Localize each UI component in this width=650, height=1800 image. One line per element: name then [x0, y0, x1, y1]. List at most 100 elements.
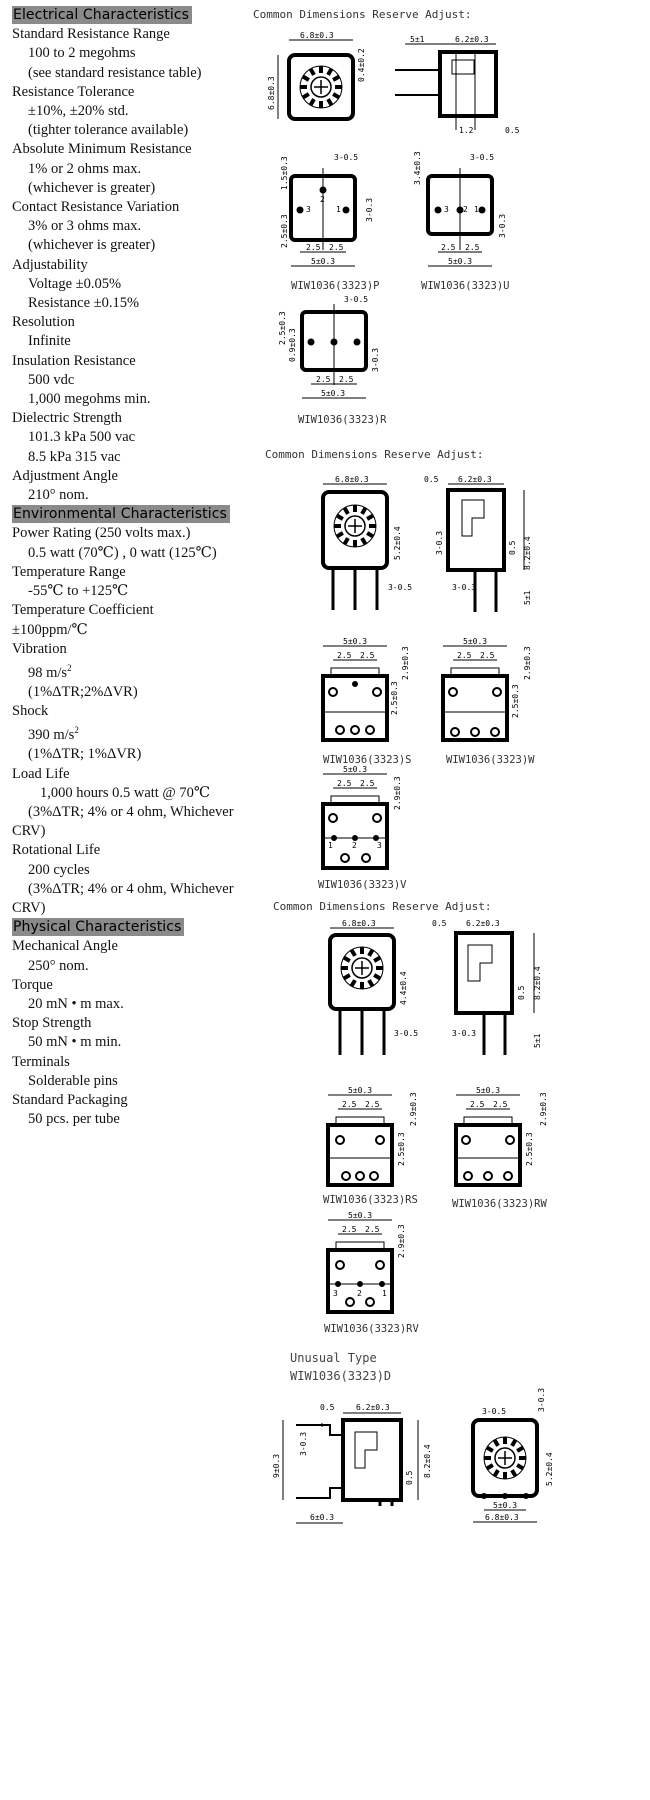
figure-rs: 2.5 2.5 5±0.3 2.9±0.3 2.5±0.3 WIW1036(33… — [323, 1086, 418, 1206]
caption-u: WIW1036(3323)U — [421, 280, 510, 292]
figure-r: 2.5 2.5 5±0.3 3-0.5 2.5±0.3 0.9±0.3 3-0.… — [278, 295, 387, 426]
dim-label: 2.5 — [342, 1100, 357, 1109]
dim-label: 5±0.3 — [493, 1501, 517, 1510]
dim-label: 2.5 — [316, 375, 331, 384]
side-view-1: 5±1 6.2±0.3 1.2 0.5 — [395, 35, 520, 135]
dim-label: 2.9±0.3 — [401, 646, 410, 680]
pin-label: 1 — [382, 1289, 387, 1298]
side-view-2: 0.5 6.2±0.3 8.2±0.4 5±1 3-0.3 0.5 3-0.3 — [424, 475, 532, 612]
spec-item: Dielectric Strength 101.3 kPa 500 vac 8.… — [12, 409, 274, 467]
shock-value: 390 m/s — [28, 727, 75, 744]
dim-label: 2.5 — [360, 651, 375, 660]
caption-p: WIW1036(3323)P — [291, 280, 380, 292]
pin-label: 1 — [474, 205, 479, 214]
spec-value: 1,000 megohms min. — [28, 391, 151, 408]
dim-label: 3-0.3 — [498, 214, 507, 238]
dim-label: 2.5 — [493, 1100, 508, 1109]
dim-label: 2.9±0.3 — [393, 776, 402, 810]
dim-label: 5±0.3 — [321, 389, 345, 398]
dim-label: 2.5 — [342, 1225, 357, 1234]
spec-value: (1%ΔTR;2%ΔVR) — [28, 683, 138, 700]
environmental-list: Power Rating (250 volts max.) 0.5 watt (… — [12, 524, 274, 918]
dim-label: 5±0.3 — [348, 1086, 372, 1095]
top-view-1: 6.8±0.3 6.8±0.3 0.4±0.2 — [267, 31, 366, 121]
dim-label: 8.2±0.4 — [423, 1444, 432, 1478]
spec-value: 98 m/s2 — [12, 659, 274, 683]
spec-label: Rotational Life — [12, 842, 101, 859]
spec-value: (1%ΔTR; 1%ΔVR) — [28, 746, 142, 763]
figures-heading-2: Common Dimensions Reserve Adjust: — [265, 448, 484, 461]
dim-label: 2.5 — [339, 375, 354, 384]
spec-value: (whichever is greater) — [28, 237, 156, 254]
dim-label: 0.5 — [505, 126, 520, 135]
dim-label: 2.5±0.3 — [280, 214, 289, 248]
dim-label: 1.5±0.3 — [280, 156, 289, 190]
dim-label: 0.5 — [508, 540, 517, 555]
dim-label: 2.5 — [457, 651, 472, 660]
dim-label: 6.2±0.3 — [455, 35, 489, 44]
dim-label: 2.5 — [480, 651, 495, 660]
spec-item: Absolute Minimum Resistance 1% or 2 ohms… — [12, 140, 274, 198]
physical-heading: Physical Characteristics — [12, 918, 185, 937]
dim-label: 3-0.5 — [470, 153, 494, 162]
dim-label: 6.8±0.3 — [300, 31, 334, 40]
dim-label: 0.9±0.3 — [288, 328, 297, 362]
caption-rw: WIW1036(3323)RW — [452, 1198, 548, 1210]
spec-value: 3% or 3 ohms max. — [28, 218, 142, 235]
physical-list: Mechanical Angle 250° nom. Torque 20 mN … — [12, 937, 274, 1129]
pin-label: 3 — [333, 1289, 338, 1298]
spec-item: Insulation Resistance 500 vdc 1,000 mego… — [12, 352, 274, 410]
unusual-type-model: WIW1036(3323)D — [290, 1369, 391, 1383]
figure-rv: 3 2 1 2.5 2.5 5±0.3 2.9±0.3 WIW1036(3323… — [324, 1211, 420, 1335]
spec-value: CRV) — [12, 900, 46, 916]
spec-value: (tighter tolerance available) — [28, 122, 189, 139]
pin-label: 1 — [328, 841, 333, 850]
unusual-type-title: Unusual Type — [290, 1351, 377, 1365]
spec-value: 1,000 hours 0.5 watt @ 70℃ — [40, 784, 211, 801]
dim-label: 3-0.5 — [482, 1407, 506, 1416]
dim-label: 3-0.3 — [299, 1432, 308, 1456]
spec-item: Adjustment Angle 210° nom. — [12, 467, 274, 505]
environmental-heading: Environmental Characteristics — [12, 505, 230, 524]
spec-value: (3%ΔTR; 4% or 4 ohm, Whichever — [28, 880, 234, 897]
spec-value: 101.3 kPa 500 vac — [28, 429, 136, 446]
dim-label: 5±1 — [410, 35, 425, 44]
dim-label: 0.5 — [405, 1470, 414, 1485]
figure-u: 3 2 1 2.5 2.5 5±0.3 3-0.5 3.4±0.3 3-0.3 … — [413, 151, 510, 292]
dim-label: 5±0.3 — [311, 257, 335, 266]
spec-label: Temperature Coefficient — [12, 602, 154, 619]
spec-label: Stop Strength — [12, 1015, 92, 1032]
spec-value: Infinite — [28, 333, 71, 350]
dim-label: 0.5 — [432, 919, 447, 928]
dim-label: 6.8±0.3 — [342, 919, 376, 928]
shock-exponent: 2 — [74, 725, 79, 736]
spec-value: 1% or 2 ohms max. — [28, 160, 142, 177]
dim-label: 2.5±0.3 — [525, 1132, 534, 1166]
dim-label: 2.5 — [306, 243, 321, 252]
electrical-heading: Electrical Characteristics — [12, 6, 193, 24]
spec-label: Resistance Tolerance — [12, 83, 135, 100]
spec-label: Mechanical Angle — [12, 938, 118, 955]
pin-label: 2 — [320, 195, 325, 204]
spec-value: 8.5 kPa 315 vac — [28, 448, 121, 465]
caption-rv: WIW1036(3323)RV — [324, 1323, 420, 1335]
dim-label: 2.9±0.3 — [409, 1092, 418, 1126]
dim-label: 5±0.3 — [348, 1211, 372, 1220]
dim-label: 6.2±0.3 — [356, 1403, 390, 1412]
spec-value: 500 vdc — [28, 371, 75, 388]
dim-label: 4.4±0.4 — [399, 971, 408, 1005]
dim-label: 3-0.3 — [452, 1029, 476, 1038]
dim-label: 2.5 — [465, 243, 480, 252]
dim-label: 3-0.5 — [344, 295, 368, 304]
dim-label: 5±1 — [523, 590, 532, 605]
spec-value: 200 cycles — [28, 861, 90, 878]
dim-label: 2.9±0.3 — [523, 646, 532, 680]
spec-label: Power Rating (250 volts max.) — [12, 525, 191, 542]
caption-rs: WIW1036(3323)RS — [323, 1194, 418, 1206]
caption-v: WIW1036(3323)V — [318, 879, 407, 891]
dim-label: 5.2±0.4 — [545, 1452, 554, 1486]
caption-w: WIW1036(3323)W — [446, 754, 535, 766]
spec-label: Load Life — [12, 765, 70, 782]
spec-text-column: Electrical Characteristics Standard Resi… — [12, 6, 274, 1129]
